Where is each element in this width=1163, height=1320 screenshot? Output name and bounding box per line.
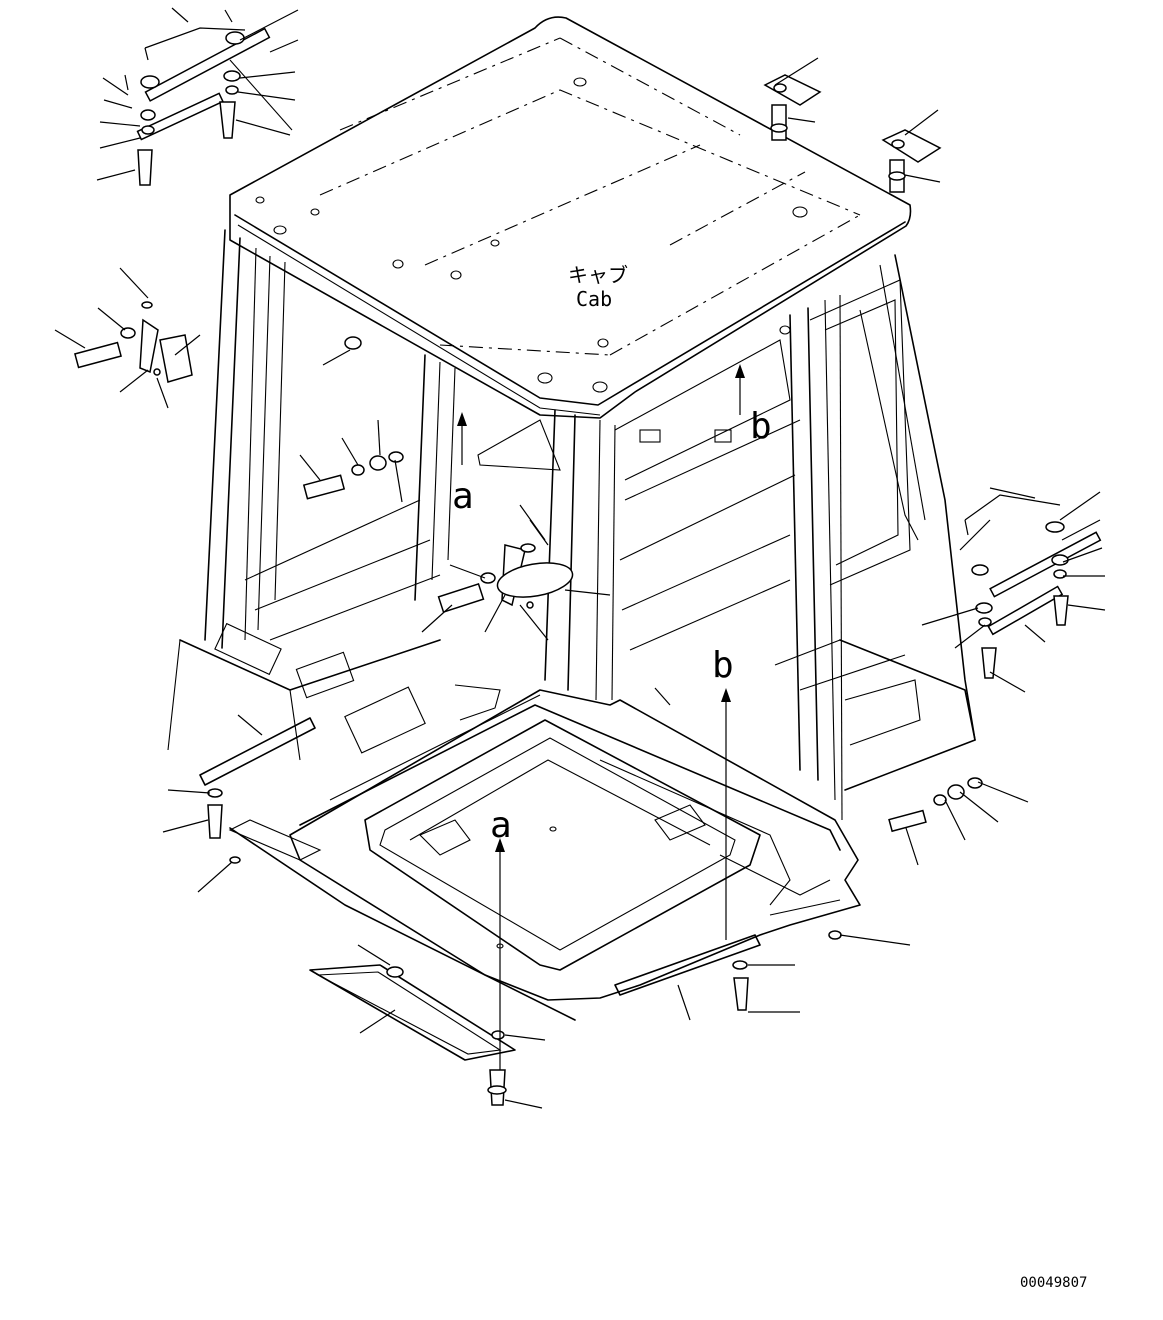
reference-arrows [457, 364, 745, 1070]
cab-label-jp: キャブ [568, 263, 628, 287]
mirror-bracket-left [74, 301, 193, 383]
grab-bolts [302, 336, 983, 833]
roof-mounts-right [763, 74, 942, 193]
cab-roof [229, 16, 912, 419]
cab-frame [167, 229, 976, 821]
reference-label-a-lower: a [490, 805, 512, 846]
floor-plate [228, 684, 861, 1021]
leader-lines [54, 7, 1106, 1109]
rail-strips [199, 717, 761, 996]
drawing-number: 00049807 [1020, 1275, 1087, 1291]
mirror-bracket-center [437, 543, 574, 614]
floor-bolts [207, 788, 842, 1106]
stay-assembly-top-left [124, 27, 293, 186]
stay-assembly-right [964, 494, 1102, 679]
floor-mat [309, 964, 516, 1061]
reference-label-a-upper: a [452, 476, 474, 517]
reference-label-b-lower: b [712, 645, 734, 686]
reference-label-b-upper: b [750, 406, 772, 447]
cab-label-en: Cab [576, 287, 612, 311]
